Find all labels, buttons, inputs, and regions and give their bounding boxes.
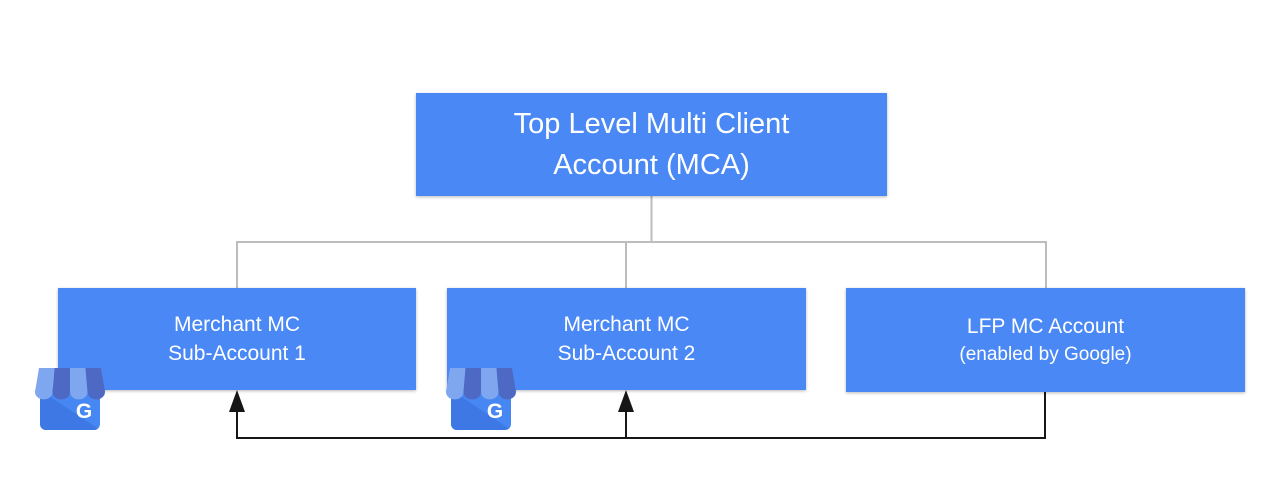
node-merchant-sub-account-1: Merchant MC Sub-Account 1 <box>58 288 416 390</box>
google-my-business-icon: G <box>446 368 516 430</box>
node-label-line: Merchant MC <box>173 313 301 336</box>
node-label-line: LFP MC Account <box>966 315 1125 338</box>
arrowhead-to-sub-account-2 <box>618 390 634 412</box>
google-my-business-icon: G <box>35 368 105 430</box>
storefront-awning <box>35 368 105 400</box>
parent-child-tree-lines <box>236 196 1047 288</box>
node-label-line: Merchant MC <box>563 313 690 336</box>
storefront-shade <box>451 390 511 430</box>
google-g-letter: G <box>76 400 92 423</box>
node-label-line: Top Level Multi Client <box>513 107 790 140</box>
node-label-line: Sub-Account 2 <box>557 342 696 365</box>
storefront-awning <box>446 368 516 400</box>
node-label-line: (enabled by Google) <box>959 344 1132 365</box>
node-top-level-mca: Top Level Multi Client Account (MCA) <box>416 93 887 196</box>
storefront-shade <box>40 390 100 430</box>
node-label-line: Account (MCA) <box>553 148 750 181</box>
arrowhead-to-sub-account-1 <box>229 390 245 412</box>
node-lfp-mc-account: LFP MC Account (enabled by Google) <box>846 288 1245 392</box>
google-g-letter: G <box>487 400 503 423</box>
node-label-line: Sub-Account 1 <box>168 342 306 365</box>
lfp-feed-arrow-lines <box>236 392 1046 439</box>
